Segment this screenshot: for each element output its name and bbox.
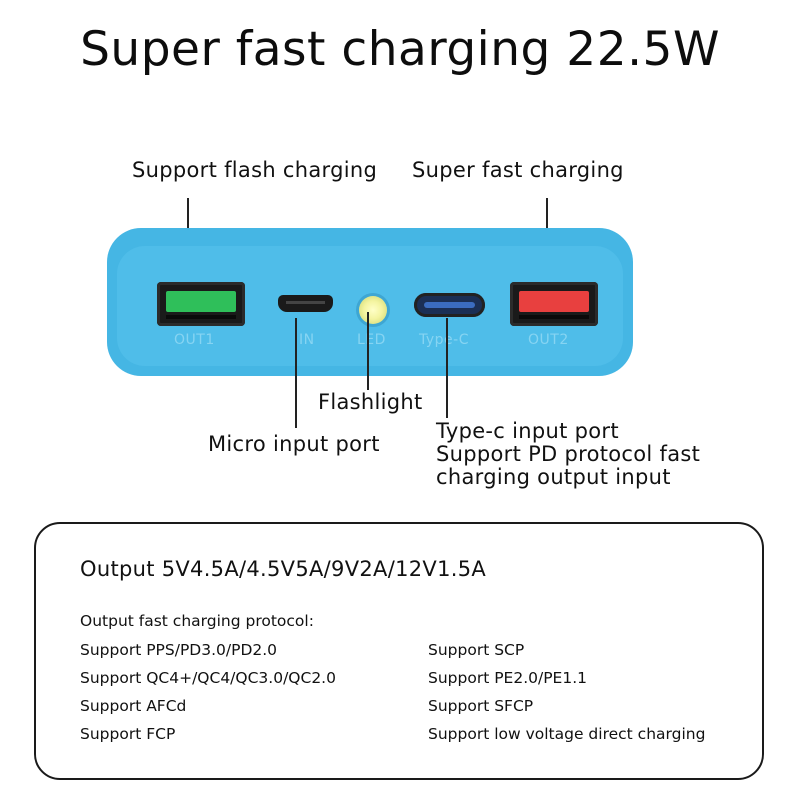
micro-input-label: Micro input port: [208, 432, 380, 456]
protocol-list-right: Support SCP Support PE2.0/PE1.1 Support …: [428, 640, 705, 752]
port-label-typec: Type-C: [419, 332, 469, 348]
port-label-out2: OUT2: [528, 332, 569, 348]
port-label-out1: OUT1: [174, 332, 215, 348]
protocol-item: Support QC4+/QC4/QC3.0/QC2.0: [80, 669, 336, 687]
super-fast-charging-label: Super fast charging: [412, 158, 624, 182]
protocol-item: Support low voltage direct charging: [428, 725, 706, 743]
led-flashlight-icon: [359, 296, 387, 324]
protocol-item: Support PPS/PD3.0/PD2.0: [80, 641, 278, 659]
flashlight-label: Flashlight: [318, 390, 423, 414]
flashlight-leader-line: [367, 312, 369, 390]
flash-charging-label: Support flash charging: [132, 158, 378, 182]
protocol-item: Support AFCd: [80, 697, 187, 715]
spec-box: Output 5V4.5A/4.5V5A/9V2A/12V1.5A Output…: [34, 522, 764, 780]
port-label-in: IN: [299, 332, 315, 348]
protocol-item: Support SFCP: [428, 697, 534, 715]
type-c-label-line: charging output input: [436, 465, 671, 489]
type-c-port: [414, 293, 485, 317]
type-c-label-line: Type-c input port: [436, 419, 619, 443]
protocol-heading: Output fast charging protocol:: [80, 612, 314, 630]
typec-leader-line: [446, 318, 448, 418]
power-bank-port-panel: OUT1 IN LED Type-C OUT2: [117, 246, 623, 366]
type-c-label-line: Support PD protocol fast: [436, 442, 701, 466]
protocol-item: Support FCP: [80, 725, 176, 743]
power-bank-device: OUT1 IN LED Type-C OUT2: [107, 228, 633, 376]
micro-leader-line: [295, 318, 297, 428]
protocol-item: Support SCP: [428, 641, 525, 659]
output-spec: Output 5V4.5A/4.5V5A/9V2A/12V1.5A: [80, 557, 487, 581]
usb-a-port-out2: [510, 282, 598, 326]
micro-usb-port: [278, 295, 333, 312]
page-title: Super fast charging 22.5W: [80, 22, 720, 77]
type-c-label: Type-c input port Support PD protocol fa…: [436, 420, 700, 489]
port-label-led: LED: [357, 332, 386, 348]
protocol-list-left: Support PPS/PD3.0/PD2.0 Support QC4+/QC4…: [80, 640, 336, 752]
usb-a-port-out1: [157, 282, 245, 326]
protocol-item: Support PE2.0/PE1.1: [428, 669, 588, 687]
